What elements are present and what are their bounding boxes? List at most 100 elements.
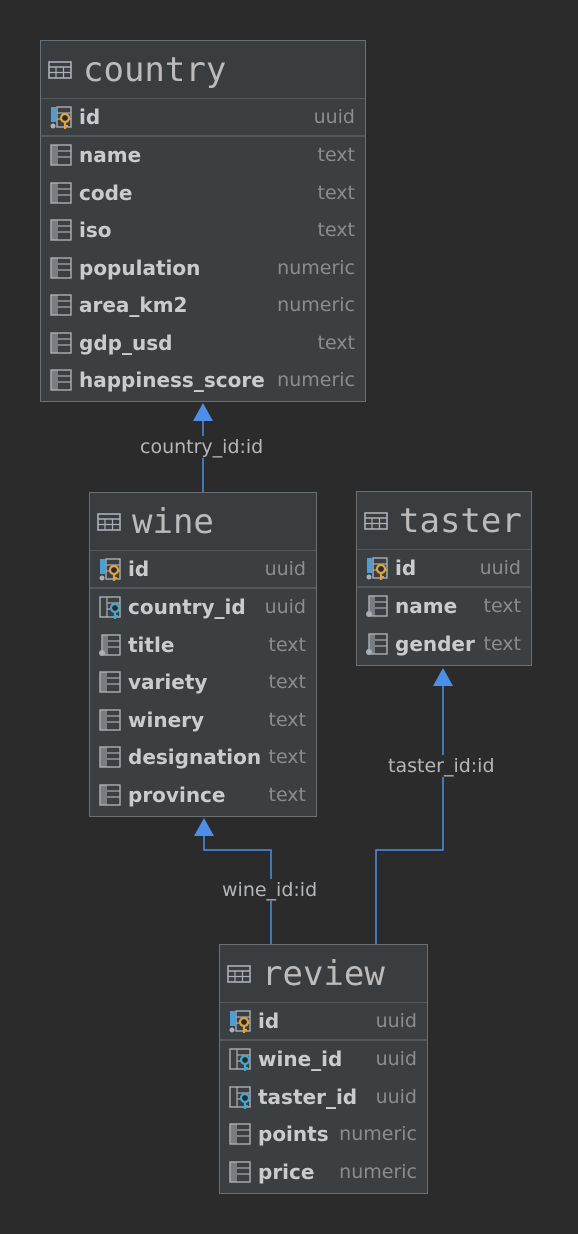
column-name: happiness_score xyxy=(79,368,265,393)
column-name: id xyxy=(258,1008,280,1033)
column-icon xyxy=(49,180,75,206)
column-name: code xyxy=(79,180,133,205)
column-row[interactable]: area_km2 numeric xyxy=(41,287,365,325)
column-icon xyxy=(228,1121,254,1147)
column-type: text xyxy=(317,181,356,204)
column-type: numeric xyxy=(277,369,355,392)
table-icon xyxy=(226,961,252,987)
column-type: uuid xyxy=(313,105,355,128)
foreign-key-icon xyxy=(228,1046,254,1072)
column-row[interactable]: winery text xyxy=(90,701,316,739)
primary-key-row[interactable]: id uuid xyxy=(220,1003,427,1041)
column-name: id xyxy=(128,556,150,581)
column-name: population xyxy=(79,255,201,280)
column-name: id xyxy=(395,555,417,580)
column-type: text xyxy=(483,632,522,655)
arrowhead-taster xyxy=(433,668,453,686)
arrowhead-wine xyxy=(194,818,214,836)
primary-key-row[interactable]: id uuid xyxy=(357,550,531,588)
column-name: gdp_usd xyxy=(79,330,173,355)
column-indexed-icon xyxy=(365,631,391,657)
table-header[interactable]: review xyxy=(220,945,427,1003)
column-type: uuid xyxy=(479,556,521,579)
column-type: uuid xyxy=(375,1085,417,1108)
primary-key-icon xyxy=(365,555,391,581)
column-name: area_km2 xyxy=(79,293,188,318)
column-indexed-icon xyxy=(365,593,391,619)
table-title: wine xyxy=(132,501,214,542)
column-type: text xyxy=(268,746,307,769)
table-header[interactable]: wine xyxy=(90,493,316,551)
connector-review-taster xyxy=(375,684,444,944)
column-name: name xyxy=(395,594,458,619)
column-type: text xyxy=(317,144,356,167)
table-header[interactable]: taster xyxy=(357,492,531,550)
column-name: iso xyxy=(79,218,112,243)
column-row[interactable]: name text xyxy=(41,137,365,175)
primary-key-row[interactable]: id uuid xyxy=(90,551,316,589)
column-type: uuid xyxy=(264,557,306,580)
column-type: uuid xyxy=(375,1048,417,1071)
column-icon xyxy=(49,292,75,318)
column-type: text xyxy=(268,633,307,656)
column-row[interactable]: taster_id uuid xyxy=(220,1078,427,1116)
table-icon xyxy=(47,57,73,83)
column-row[interactable]: gender text xyxy=(357,625,531,663)
column-icon xyxy=(228,1159,254,1185)
column-name: title xyxy=(128,632,175,657)
column-name: designation xyxy=(128,745,262,770)
table-taster[interactable]: taster id uuid name text gender text xyxy=(356,491,532,666)
arrowhead-country xyxy=(193,403,213,421)
column-row[interactable]: name text xyxy=(357,588,531,626)
column-name: taster_id xyxy=(258,1084,358,1109)
column-icon xyxy=(49,367,75,393)
foreign-key-icon xyxy=(98,594,124,620)
column-icon xyxy=(49,217,75,243)
column-icon xyxy=(98,782,124,808)
relation-label-wine: wine_id:id xyxy=(221,879,319,901)
relation-label-country: country_id:id xyxy=(139,436,265,458)
column-name: country_id xyxy=(128,595,246,620)
column-type: numeric xyxy=(339,1160,417,1183)
table-title: taster xyxy=(399,500,522,541)
column-name: winery xyxy=(128,707,205,732)
relation-label-taster: taster_id:id xyxy=(387,755,496,777)
primary-key-icon xyxy=(49,104,75,130)
column-name: name xyxy=(79,143,142,168)
column-icon xyxy=(98,744,124,770)
column-type: text xyxy=(268,708,307,731)
column-type: uuid xyxy=(264,596,306,619)
column-row[interactable]: country_id uuid xyxy=(90,589,316,627)
column-row[interactable]: title text xyxy=(90,626,316,664)
table-title: country xyxy=(83,49,227,90)
table-title: review xyxy=(262,953,385,994)
column-row[interactable]: code text xyxy=(41,174,365,212)
column-type: uuid xyxy=(375,1009,417,1032)
table-icon xyxy=(96,509,122,535)
column-row[interactable]: points numeric xyxy=(220,1116,427,1154)
column-name: points xyxy=(258,1122,329,1147)
column-type: numeric xyxy=(277,294,355,317)
column-icon xyxy=(49,142,75,168)
column-type: text xyxy=(268,671,307,694)
table-header[interactable]: country xyxy=(41,41,365,99)
column-name: gender xyxy=(395,631,475,656)
primary-key-icon xyxy=(98,556,124,582)
column-name: province xyxy=(128,782,226,807)
column-icon xyxy=(49,330,75,356)
column-row[interactable]: designation text xyxy=(90,739,316,777)
column-row[interactable]: happiness_score numeric xyxy=(41,362,365,400)
column-type: numeric xyxy=(339,1123,417,1146)
column-type: text xyxy=(483,595,522,618)
